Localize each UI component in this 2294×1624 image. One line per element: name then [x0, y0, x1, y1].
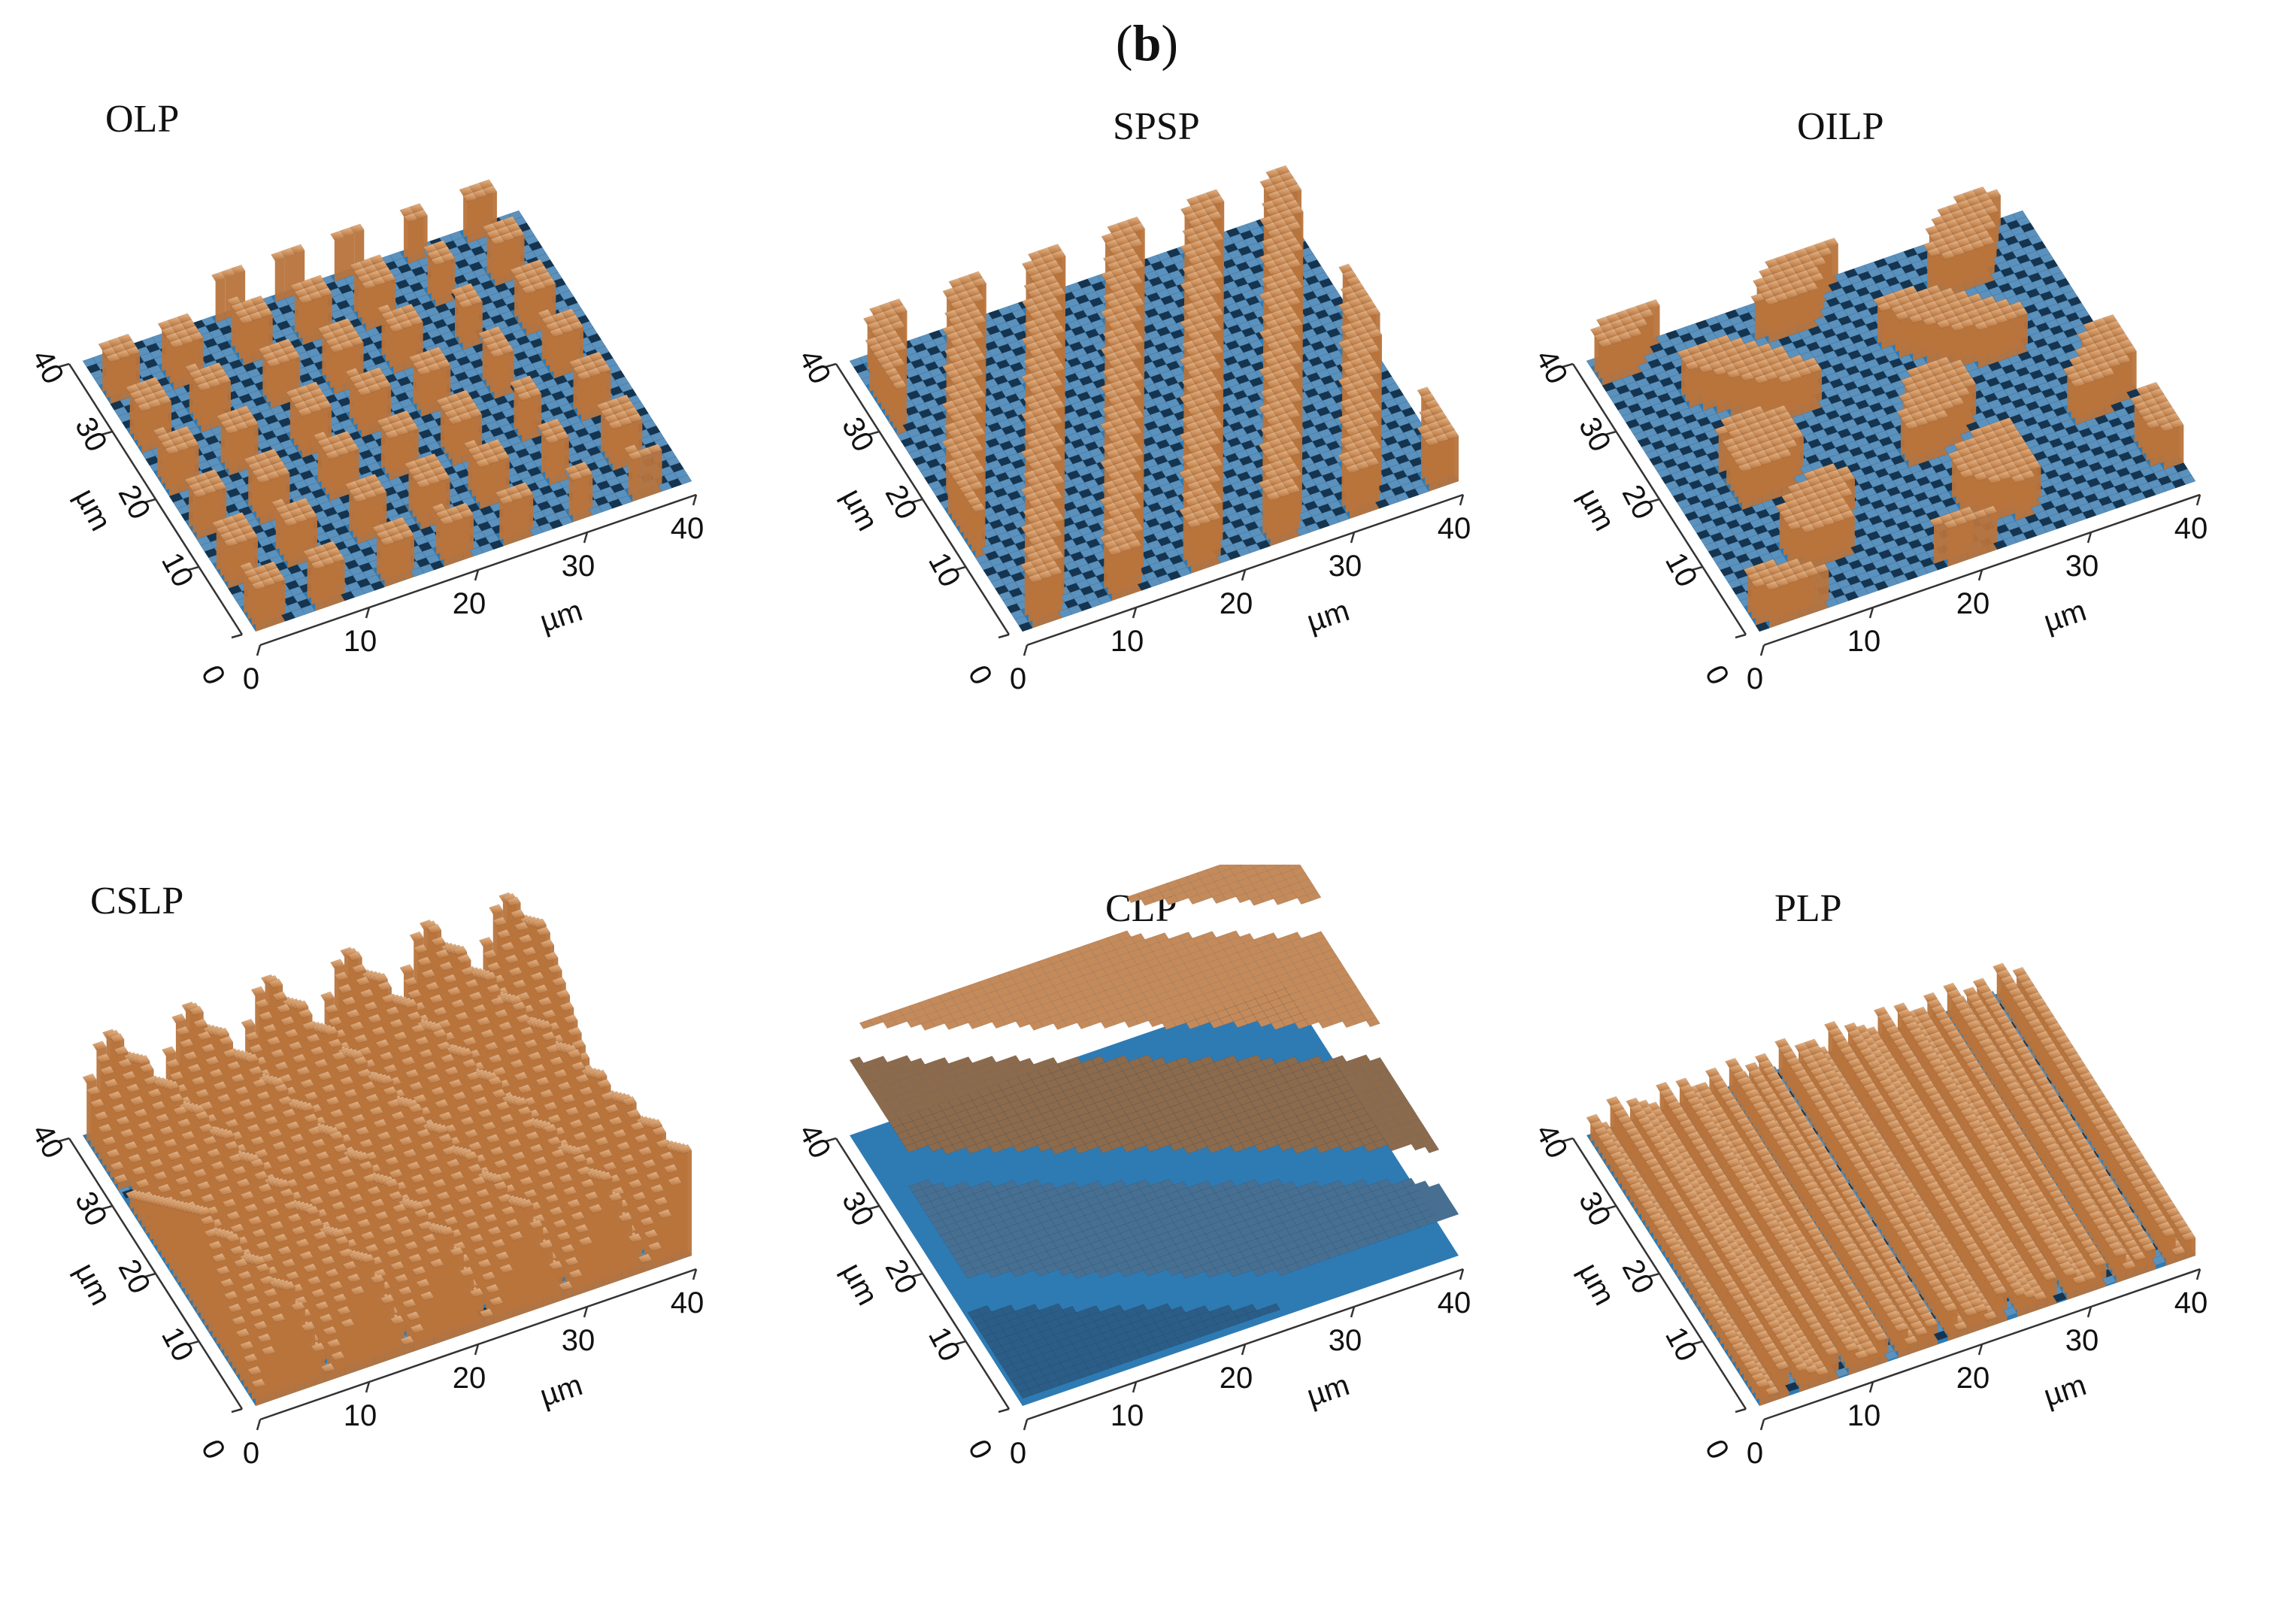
surface-plot-cslp: CSLP 00 10 10 20 20 30 30 40 40 µm µm	[30, 880, 705, 1470]
x-tick-label: 20	[1956, 587, 1990, 620]
x-tick-label: 30	[1329, 1324, 1362, 1357]
x-tick-label: 10	[344, 1399, 377, 1432]
x-tick-label: 0	[1747, 662, 1763, 695]
x-tick-label: 30	[562, 1324, 595, 1357]
x-axis-unit: µm	[2040, 1368, 2090, 1413]
x-tick-label: 10	[1111, 625, 1144, 658]
x-tick-label: 0	[243, 1437, 259, 1470]
y-axis-unit: µm	[1572, 483, 1621, 536]
x-tick-label: 20	[1956, 1362, 1990, 1395]
x-tick-label: 20	[453, 1362, 486, 1395]
y-tick-label: 10	[155, 1322, 200, 1367]
x-tick-label: 30	[1329, 550, 1362, 583]
x-tick-label: 10	[1111, 1399, 1144, 1432]
x-tick-label: 40	[1438, 512, 1471, 545]
x-tick-label: 40	[2174, 512, 2208, 545]
surface-cells	[849, 165, 1459, 632]
x-axis-unit: µm	[536, 594, 586, 638]
y-tick-label: 0	[962, 1435, 999, 1465]
y-tick-label: 40	[1534, 344, 1574, 389]
x-axis-unit: µm	[2040, 594, 2090, 638]
x-tick-label: 40	[671, 512, 705, 545]
y-tick-label: 30	[835, 412, 880, 457]
x-tick-label: 40	[1438, 1286, 1471, 1320]
y-tick-label: 0	[195, 1435, 232, 1465]
x-tick-label: 30	[2065, 550, 2099, 583]
panel-title: OLP	[105, 98, 179, 141]
y-tick-label: 30	[68, 412, 114, 457]
y-axis-unit: µm	[68, 1258, 117, 1310]
y-tick-label: 20	[879, 1254, 924, 1299]
y-tick-label: 40	[30, 344, 70, 389]
surface-cells	[849, 865, 1459, 1399]
panel-title: PLP	[1774, 887, 1842, 930]
surface-cells	[82, 892, 692, 1406]
figure-label-letter: b	[1132, 14, 1162, 71]
y-tick-label: 30	[835, 1186, 880, 1232]
y-axis-unit: µm	[835, 1258, 884, 1310]
x-tick-label: 0	[1010, 1437, 1026, 1470]
x-tick-label: 10	[1847, 1399, 1881, 1432]
surface-plot-olp: OLP 00 10 10 20 20 30 30 40 40 µm µm	[30, 98, 705, 695]
surface-cells	[82, 179, 692, 632]
x-tick-label: 10	[344, 625, 377, 658]
y-tick-label: 30	[68, 1186, 114, 1232]
y-tick-label: 30	[1572, 1186, 1617, 1232]
y-tick-label: 40	[797, 1119, 837, 1164]
y-tick-label: 20	[1616, 1254, 1661, 1299]
panel-title: SPSP	[1113, 105, 1200, 148]
y-tick-label: 10	[922, 1322, 967, 1367]
y-tick-label: 0	[1699, 1435, 1735, 1465]
y-tick-label: 20	[879, 480, 924, 525]
x-axis-unit: µm	[1303, 594, 1353, 638]
y-tick-label: 20	[112, 1254, 157, 1299]
x-axis-unit: µm	[536, 1368, 586, 1413]
panel-title: OILP	[1797, 105, 1884, 148]
x-tick-label: 0	[1747, 1437, 1763, 1470]
y-tick-label: 30	[1572, 412, 1617, 457]
x-tick-label: 30	[562, 550, 595, 583]
surface-plot-plp: PLP 00 10 10 20 20 30 30 40 40 µm µm	[1534, 887, 2208, 1470]
x-tick-label: 10	[1847, 625, 1881, 658]
x-tick-label: 20	[1220, 1362, 1253, 1395]
y-axis-unit: µm	[1572, 1258, 1621, 1310]
x-tick-label: 40	[671, 1286, 705, 1320]
y-tick-label: 20	[112, 480, 157, 525]
y-tick-label: 10	[922, 547, 967, 592]
y-tick-label: 0	[1699, 660, 1735, 690]
x-tick-label: 20	[1220, 587, 1253, 620]
y-tick-label: 10	[155, 547, 200, 592]
y-tick-label: 40	[797, 344, 837, 389]
y-tick-label: 20	[1616, 480, 1661, 525]
y-tick-label: 40	[30, 1119, 70, 1164]
y-tick-label: 0	[195, 660, 232, 690]
x-axis-unit: µm	[1303, 1368, 1353, 1413]
x-tick-label: 0	[1010, 662, 1026, 695]
surface-plot-spsp: SPSP 00 10 10 20 20 30 30 40 40 µm µm	[797, 105, 1471, 695]
surface-cells	[1586, 186, 2196, 632]
figure-label: (b)	[1115, 14, 1179, 71]
x-tick-label: 20	[453, 587, 486, 620]
y-tick-label: 40	[1534, 1119, 1574, 1164]
x-tick-label: 40	[2174, 1286, 2208, 1320]
y-axis-unit: µm	[835, 483, 884, 536]
y-tick-label: 10	[1659, 1322, 1704, 1367]
y-tick-label: 0	[962, 660, 999, 690]
x-tick-label: 0	[243, 662, 259, 695]
x-tick-label: 30	[2065, 1324, 2099, 1357]
surface-plot-oilp: OILP 00 10 10 20 20 30 30 40 40 µm µm	[1534, 105, 2208, 695]
surface-cells	[1586, 962, 2196, 1406]
panel-title: CSLP	[90, 880, 183, 923]
y-tick-label: 10	[1659, 547, 1704, 592]
y-axis-unit: µm	[68, 483, 117, 536]
